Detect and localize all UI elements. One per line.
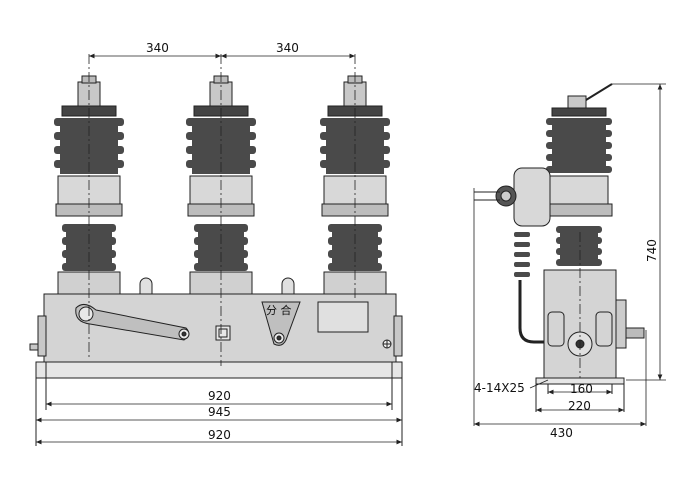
nameplate [317, 301, 369, 333]
base-rail [35, 361, 403, 379]
dim-hole-spacing: 160 [570, 382, 593, 396]
lifting-lug-left [139, 277, 153, 294]
dim-pole-spacing-left: 340 [146, 41, 169, 55]
position-window [215, 325, 231, 341]
open-close-sign: 分 合 [266, 303, 292, 317]
mount-holes-label: 4-14X25 [474, 381, 525, 395]
lifting-lug-right [281, 277, 295, 294]
ground-icon [382, 339, 392, 349]
dim-overall-width: 920 [208, 428, 231, 442]
dim-side-overall-width: 430 [550, 426, 573, 440]
dim-pole-spacing-right: 340 [276, 41, 299, 55]
front-view: 分 合 [29, 54, 403, 446]
side-dimensions [474, 83, 666, 427]
dim-mount-width: 945 [208, 405, 231, 419]
side-view [473, 83, 647, 426]
dim-base-width: 920 [208, 389, 231, 403]
dim-side-frame-width: 220 [568, 399, 591, 413]
open-close-lever[interactable] [261, 301, 301, 346]
operating-handle[interactable] [75, 304, 190, 341]
dim-height: 740 [645, 239, 659, 262]
front-dimensions [36, 53, 402, 445]
